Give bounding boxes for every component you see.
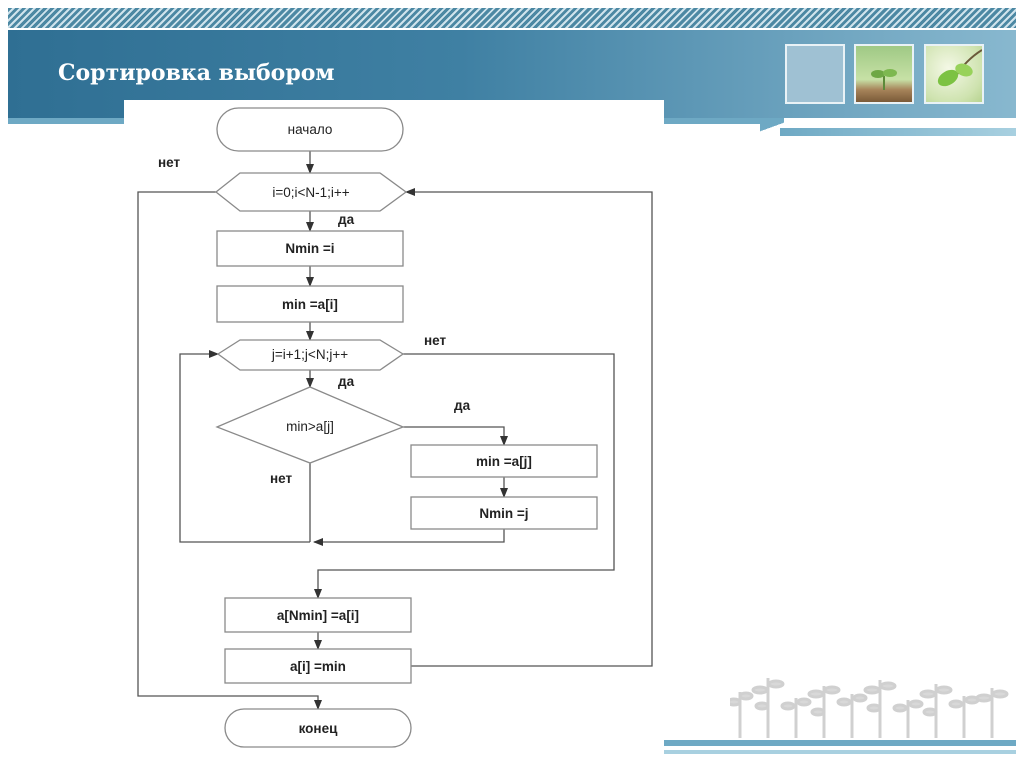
node-swap-anmin-text: a[Nmin] =a[i] — [277, 608, 359, 623]
node-swap-anmin — [224, 597, 412, 633]
label-outer-yes: да — [338, 212, 355, 227]
node-compare-text: min>a[j] — [286, 419, 334, 434]
label-inner-yes: да — [338, 374, 355, 389]
node-start — [216, 107, 404, 152]
node-inner-loop — [216, 339, 405, 371]
header-notch — [760, 118, 784, 136]
edge-nminj-merge — [313, 529, 505, 546]
leaves-photo-icon — [924, 44, 984, 104]
edge-inner-loop-back — [179, 350, 310, 543]
node-assign-min-ai-text: min =a[i] — [282, 297, 338, 312]
edge-compare-yes — [403, 426, 508, 446]
node-assign-nmin-i-text: Nmin =i — [285, 241, 334, 256]
edge-inner-no-exit — [314, 353, 615, 599]
plant-silhouettes-icon — [730, 678, 1009, 738]
selection-sort-flowchart: начало i=0;i<N-1;i++ Nmin =i min =a[i] j… — [137, 107, 653, 748]
slide-title: Сортировка выбором — [58, 60, 335, 86]
label-compare-no: нет — [270, 471, 292, 486]
label-compare-yes: да — [454, 398, 471, 413]
node-end — [224, 708, 412, 748]
node-start-text: начало — [288, 122, 333, 137]
edge-outer-no-exit — [137, 191, 322, 710]
footer-band-right-secondary — [664, 750, 1016, 754]
label-inner-no: нет — [424, 333, 446, 348]
flowchart-panel: начало i=0;i<N-1;i++ Nmin =i min =a[i] j… — [124, 100, 664, 755]
node-outer-loop — [214, 172, 408, 212]
node-assign-min-aj — [410, 444, 598, 478]
node-assign-nmin-j-text: Nmin =j — [479, 506, 528, 521]
node-assign-nmin-j — [410, 496, 598, 530]
top-hatched-stripe — [8, 8, 1016, 28]
node-swap-ai — [224, 648, 412, 684]
node-swap-ai-text: a[i] =min — [290, 659, 346, 674]
node-end-text: конец — [299, 721, 338, 736]
node-outer-loop-text: i=0;i<N-1;i++ — [272, 185, 349, 200]
footer-band-right — [664, 740, 1016, 746]
node-assign-min-aj-text: min =a[j] — [476, 454, 532, 469]
edge-outer-loop-back — [405, 188, 653, 667]
node-compare — [215, 386, 405, 464]
label-outer-no: нет — [158, 155, 180, 170]
node-inner-loop-text: j=i+1;j<N;j++ — [271, 347, 348, 362]
node-assign-nmin-i — [216, 230, 404, 267]
header-underline-right — [780, 128, 1016, 136]
sprout-photo-icon — [854, 44, 914, 104]
plain-tile-thumbnail — [785, 44, 845, 104]
node-assign-min-ai — [216, 285, 404, 323]
